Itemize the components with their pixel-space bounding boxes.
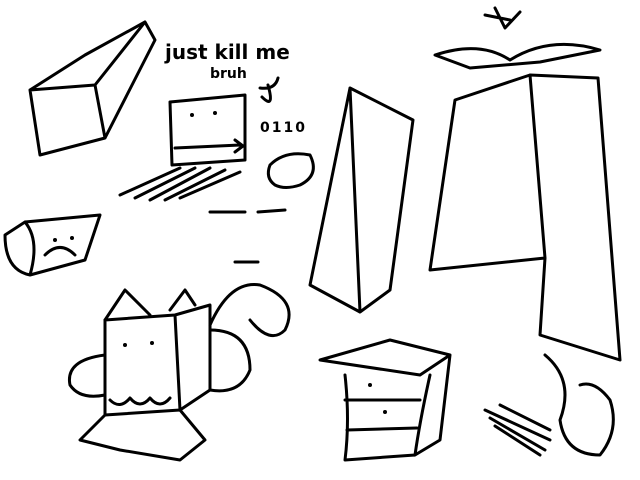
blob-sketch: [266, 152, 315, 189]
dash-marks: [208, 208, 287, 264]
binary-note: 0110: [260, 120, 307, 136]
drawer-box-sketch: [318, 338, 452, 462]
sticks-sketch: [483, 353, 615, 457]
open-book-sketch: [433, 6, 602, 70]
tall-panels-sketch: [428, 73, 622, 362]
cat-box-sketch: [67, 283, 291, 462]
tall-prism-sketch: [308, 86, 415, 314]
sad-box-sketch: [3, 213, 102, 277]
box-face-sketch: [118, 76, 280, 202]
long-box-sketch: [28, 20, 157, 157]
caption-line2: bruh: [210, 66, 247, 82]
caption-line1: just kill me: [165, 40, 290, 64]
